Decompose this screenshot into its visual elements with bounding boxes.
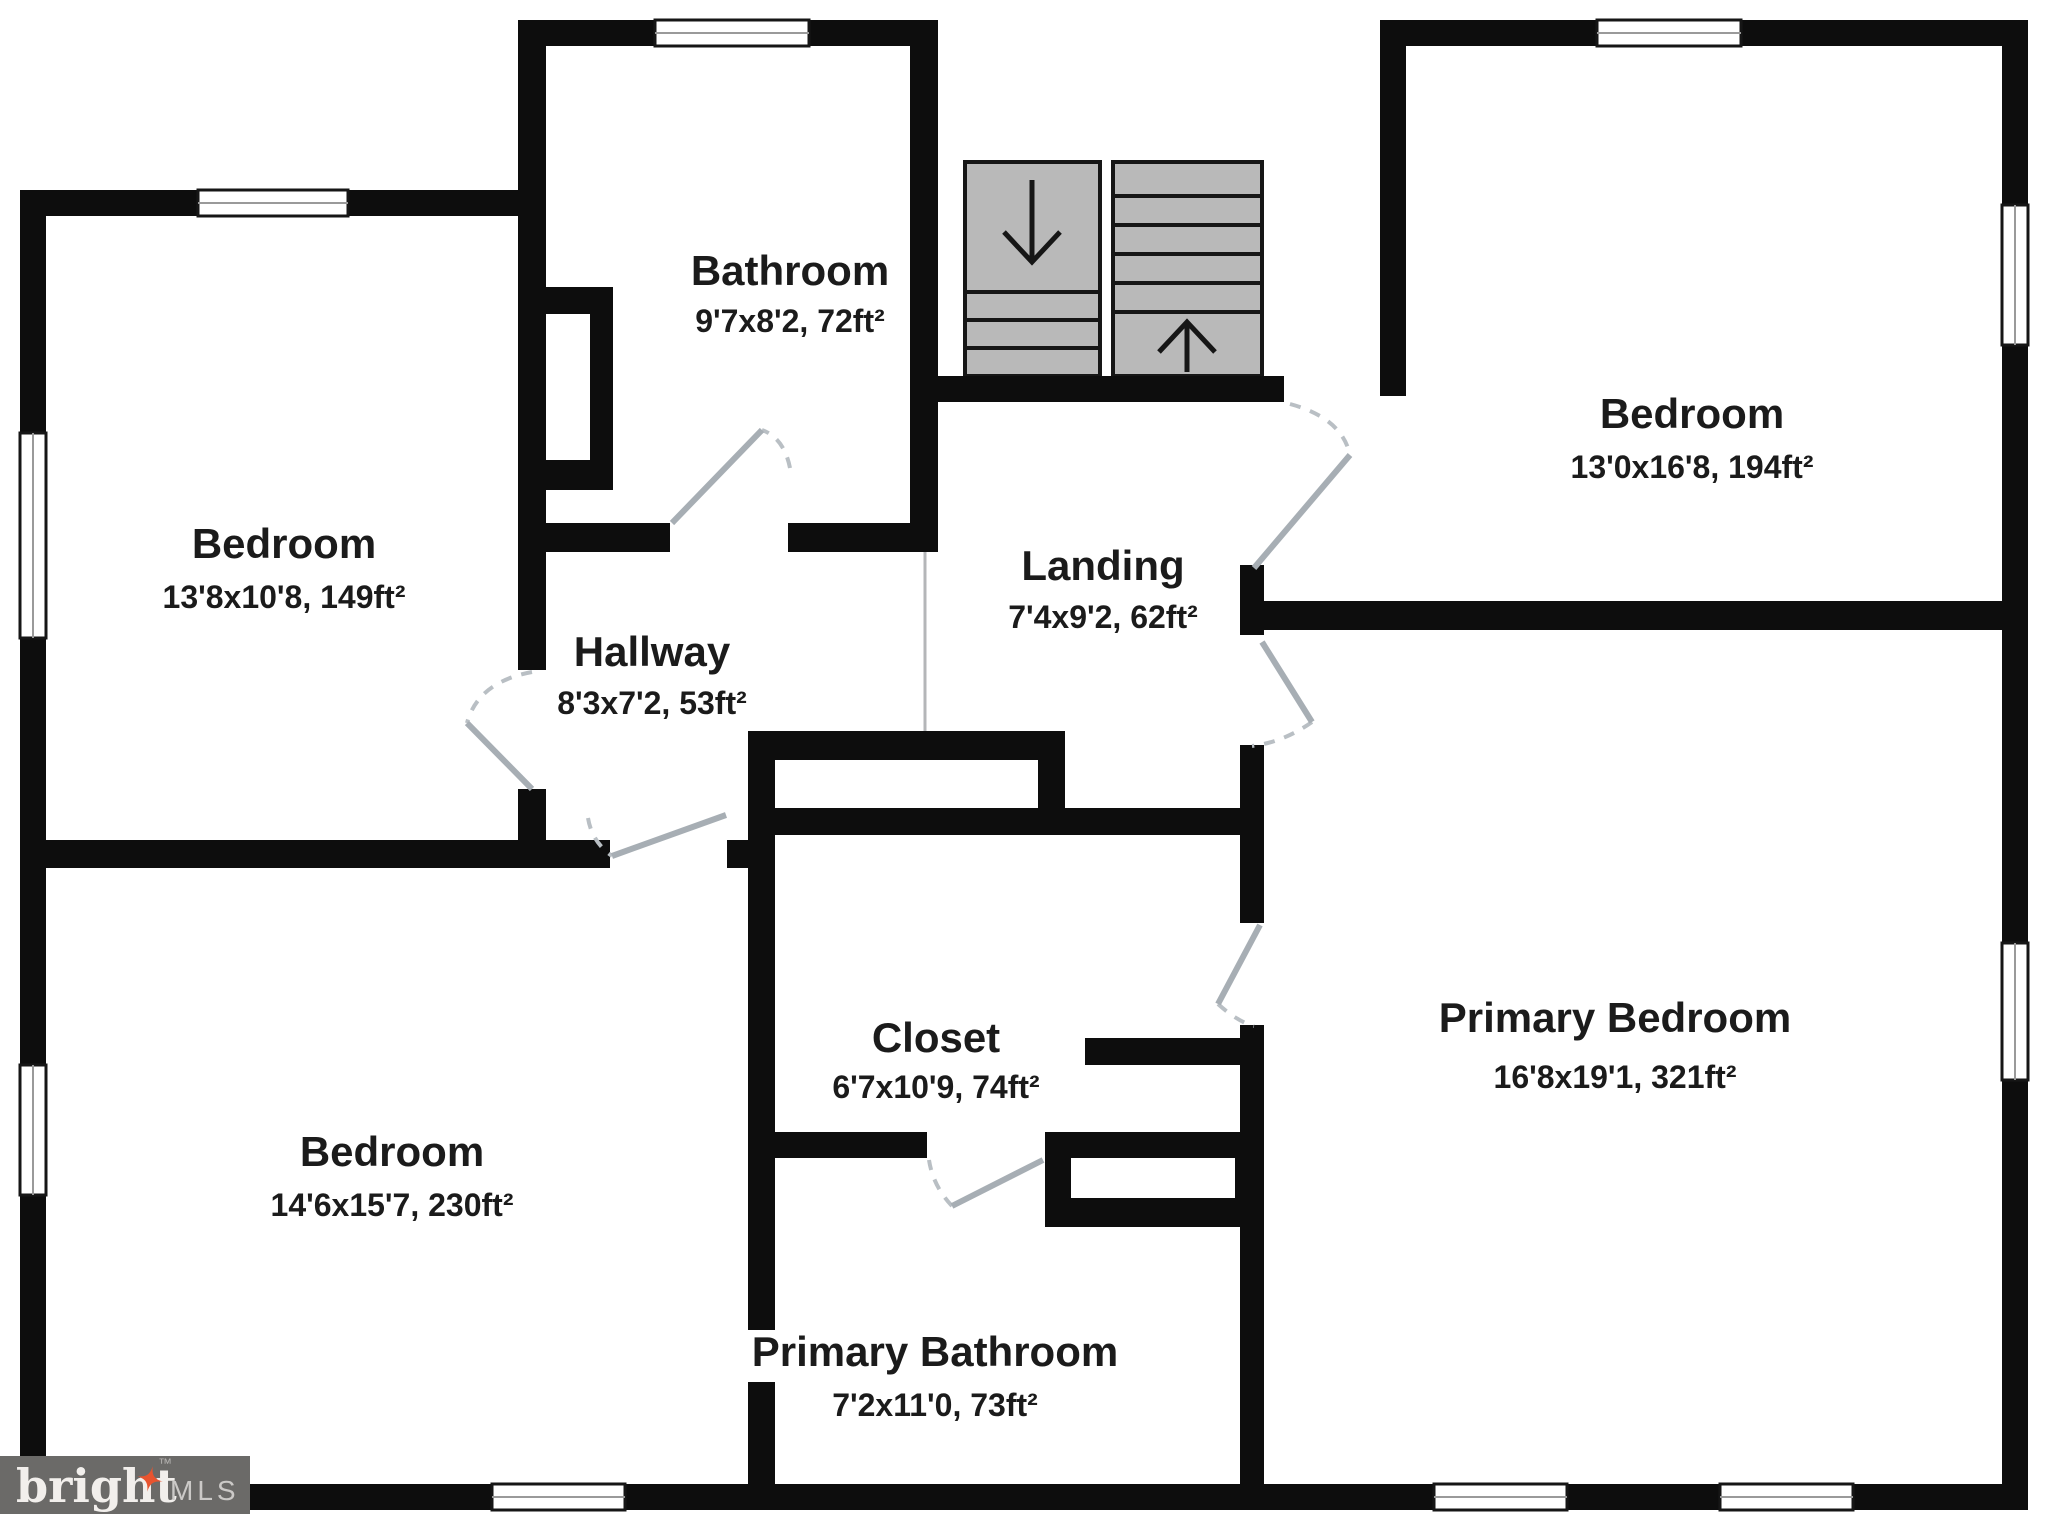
bedroom-tl-door-leaf <box>464 720 535 792</box>
stair-down-arrow-icon <box>1002 230 1062 266</box>
wall-segment <box>748 731 775 835</box>
wall-segment <box>1235 1132 1263 1227</box>
wall-segment <box>748 835 775 1330</box>
room-label-bedroom-bottom-left: Bedroom <box>300 1128 484 1175</box>
bedroom-bl-door-swing-arc <box>586 817 614 858</box>
wall-segment <box>748 731 1065 760</box>
bedroom-bl-door-leaf <box>610 812 728 859</box>
wall-segment <box>1038 731 1065 835</box>
walls-group <box>20 20 2028 1510</box>
room-dims-primary-bedroom: 16'8x19'1, 321ft² <box>1494 1059 1737 1095</box>
room-dims-primary-bathroom: 7'2x11'0, 73ft² <box>832 1387 1038 1423</box>
primary-bathroom-door-swing-arc <box>927 1159 954 1208</box>
wall-segment <box>788 523 938 552</box>
wall-segment <box>20 1484 2028 1510</box>
room-label-landing: Landing <box>1021 542 1184 589</box>
room-label-hallway: Hallway <box>574 628 731 675</box>
wall-segment <box>748 1132 927 1158</box>
doors-group <box>464 402 1353 1209</box>
wall-segment <box>20 840 610 868</box>
brightmls-logo-bright-text: bright <box>16 1459 177 1513</box>
room-dims-bathroom: 9'7x8'2, 72ft² <box>695 303 885 339</box>
bathroom-door-swing-arc <box>761 428 792 469</box>
room-label-bedroom-top-left: Bedroom <box>192 520 376 567</box>
wall-segment <box>1380 20 1406 396</box>
wall-segment <box>518 523 670 552</box>
bathroom-niche-slot <box>546 314 590 460</box>
stair-up-arrow-icon <box>1157 318 1217 354</box>
room-dims-bedroom-top-left: 13'8x10'8, 149ft² <box>163 579 406 615</box>
brightmls-logo-mls-text: MLS <box>170 1475 240 1506</box>
primary-bedroom-door-swing-arc <box>1251 720 1314 748</box>
room-dims-bedroom-bottom-left: 14'6x15'7, 230ft² <box>271 1187 514 1223</box>
room-label-bathroom: Bathroom <box>691 247 889 294</box>
room-dims-landing: 7'4x9'2, 62ft² <box>1008 599 1198 635</box>
brightmls-star-icon <box>137 1466 163 1492</box>
room-label-closet: Closet <box>872 1014 1000 1061</box>
wall-segment <box>910 20 938 552</box>
room-dims-closet: 6'7x10'9, 74ft² <box>832 1069 1039 1105</box>
wall-segment <box>1045 1132 1071 1227</box>
closet-door-leaf <box>1215 923 1263 1006</box>
wall-segment <box>748 808 1263 835</box>
room-label-bedroom-top-right: Bedroom <box>1600 390 1784 437</box>
room-label-primary-bedroom: Primary Bedroom <box>1439 994 1791 1041</box>
brightmls-logo-background <box>0 1456 250 1514</box>
wall-segment <box>1240 1025 1264 1510</box>
brightmls-trademark-symbol: ™ <box>158 1455 172 1471</box>
bedroom-tr-door-swing-arc <box>1289 402 1352 456</box>
primary-bedroom-door-leaf <box>1259 640 1315 724</box>
bedroom-tr-door-leaf <box>1251 453 1353 570</box>
wall-segment <box>1240 565 1264 635</box>
bathroom-niche <box>546 287 613 490</box>
primary-bathroom-door-leaf <box>950 1157 1045 1209</box>
wall-segment <box>910 376 1284 402</box>
bedroom-tl-door-swing-arc <box>465 670 533 724</box>
room-labels-group: Bathroom 9'7x8'2, 72ft² Bedroom 13'8x10'8, … <box>163 247 1814 1423</box>
bathroom-door-leaf <box>669 427 765 526</box>
wall-segment <box>1045 1198 1263 1227</box>
windows-group <box>18 18 2030 1512</box>
room-dims-bedroom-top-right: 13'0x16'8, 194ft² <box>1571 449 1814 485</box>
wall-segment <box>518 20 546 670</box>
stairs-group <box>963 160 1264 378</box>
wall-segment <box>1085 1038 1263 1065</box>
wall-segment <box>727 840 748 868</box>
wall-segment <box>1263 601 2028 630</box>
room-label-primary-bathroom: Primary Bathroom <box>752 1328 1118 1375</box>
wall-segment <box>1045 1132 1263 1158</box>
closet-door-swing-arc <box>1216 1002 1255 1028</box>
room-dims-hallway: 8'3x7'2, 53ft² <box>557 685 747 721</box>
